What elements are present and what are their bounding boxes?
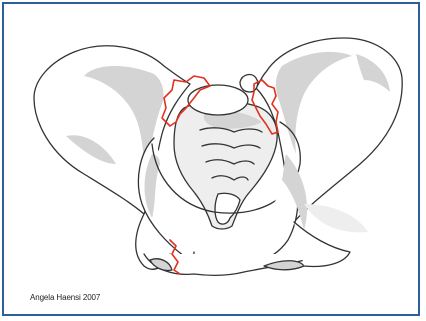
- pelvis-illustration: [4, 4, 418, 314]
- artist-credit: Angela Haensi 2007: [30, 293, 100, 302]
- right-lower-shade: [304, 204, 368, 232]
- illustration-frame: Angela Haensi 2007: [2, 2, 420, 316]
- l5-vertebra-body: [188, 85, 248, 115]
- coccyx: [215, 193, 240, 224]
